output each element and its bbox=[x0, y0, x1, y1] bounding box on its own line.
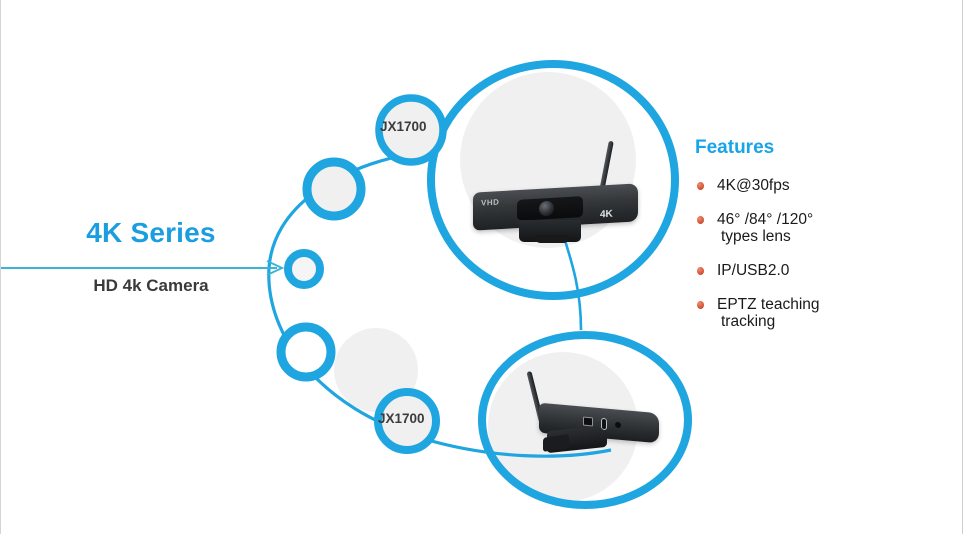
feature-item: IP/USB2.0 bbox=[695, 262, 955, 279]
feature-text: 4K@30fps bbox=[717, 176, 790, 194]
feature-item: 4K@30fps bbox=[695, 177, 955, 194]
features-heading: Features bbox=[695, 137, 775, 158]
camera-port-hdmi bbox=[583, 416, 593, 427]
node-label-bottom: JX1700 bbox=[378, 411, 425, 426]
camera-brand-label: VHD bbox=[481, 197, 500, 208]
feature-item: 46° /84° /120° types lens bbox=[695, 211, 955, 245]
background-blob-mid bbox=[334, 328, 418, 412]
feature-text: EPTZ teaching bbox=[717, 296, 820, 314]
feature-text: 46° /84° /120° bbox=[717, 211, 814, 229]
camera-port-power bbox=[615, 421, 621, 429]
feature-text-line2: tracking bbox=[721, 312, 776, 330]
features-list: 4K@30fps 46° /84° /120° types lens IP/US… bbox=[695, 177, 955, 330]
bullet-dot-icon bbox=[697, 216, 704, 225]
feature-item: EPTZ teaching tracking bbox=[695, 296, 955, 330]
feature-text: IP/USB2.0 bbox=[717, 261, 790, 279]
sub-title: HD 4k Camera bbox=[93, 275, 209, 295]
feature-text-line2: types lens bbox=[721, 227, 791, 245]
node-label-top: JX1700 bbox=[380, 119, 427, 134]
product-image-camera-rear bbox=[521, 370, 671, 465]
bullet-dot-icon bbox=[697, 301, 704, 310]
series-title: 4K Series bbox=[86, 217, 216, 248]
bead-circle-upper bbox=[302, 157, 366, 221]
bead-circle-lower bbox=[276, 322, 336, 382]
product-image-camera-front: VHD 4K bbox=[467, 140, 657, 243]
left-title-block: 4K Series HD 4k Camera bbox=[1, 217, 301, 295]
camera-resolution-label: 4K bbox=[600, 208, 613, 221]
bullet-dot-icon bbox=[697, 266, 704, 275]
camera-foot bbox=[535, 235, 569, 243]
bullet-dot-icon bbox=[697, 181, 704, 190]
features-panel: Features 4K@30fps 46° /84° /120° types l… bbox=[695, 137, 955, 347]
